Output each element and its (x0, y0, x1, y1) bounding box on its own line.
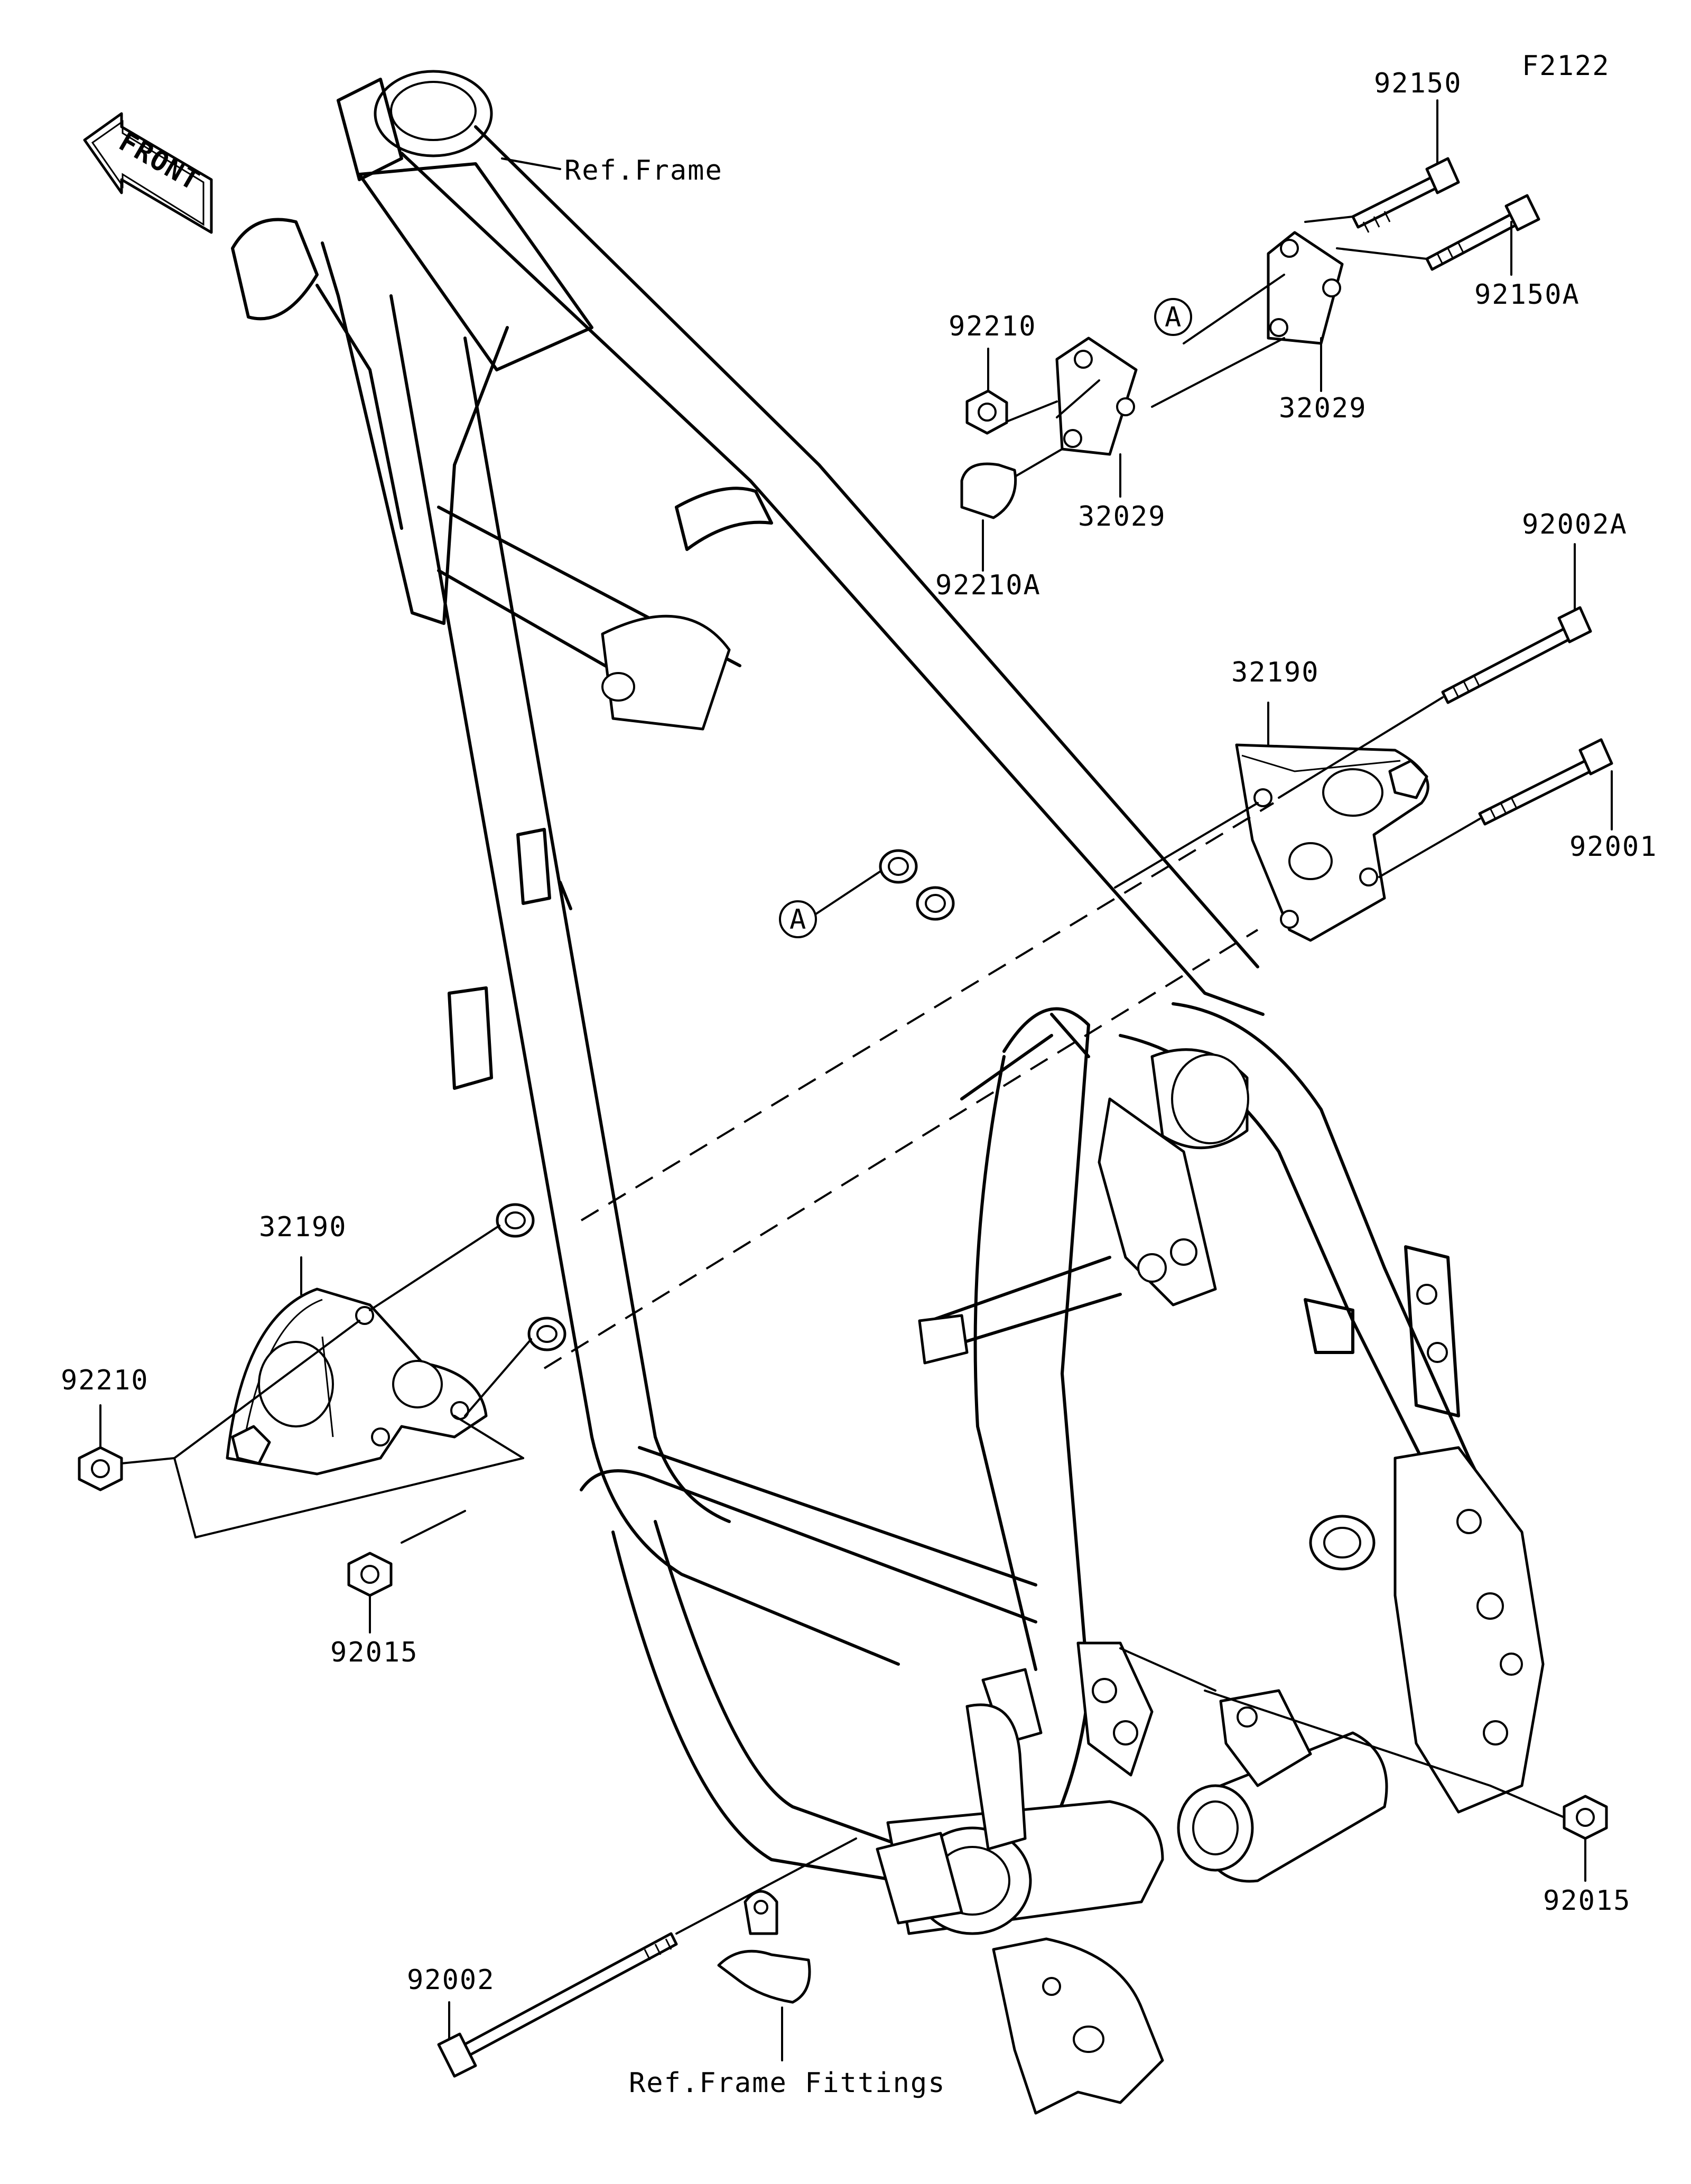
bracket-32190-right (1235, 743, 1429, 942)
part-number-92015-right: 92015 (1543, 1885, 1631, 1917)
bolt-92150A (1425, 194, 1540, 271)
part-number-92150A: 92150A (1474, 279, 1580, 311)
part-number-92002: 92002 (407, 1964, 495, 1996)
spacer-upper (496, 1203, 535, 1238)
part-number-92210A: 92210A (935, 570, 1041, 601)
nut-92210-top (965, 389, 1008, 435)
part-number-32190-left: 32190 (259, 1211, 347, 1243)
bolt-92002 (437, 1932, 678, 2078)
part-number-92150: 92150 (1374, 68, 1462, 99)
nut-92015-right (1563, 1795, 1608, 1840)
ref-frame-fittings-label: Ref.Frame Fittings (629, 2067, 946, 2099)
bolt-92001 (1478, 738, 1613, 826)
bolt-92002A (1441, 606, 1592, 704)
frame-fitting-clip (717, 1890, 811, 2004)
part-number-92002A: 92002A (1522, 509, 1628, 540)
part-number-92210-top: 92210 (949, 311, 1037, 342)
part-number-92210-left: 92210 (61, 1365, 149, 1396)
part-number-32190-right: 32190 (1231, 657, 1320, 688)
plate-32029-upper (1267, 231, 1344, 345)
callout-a-upper-label: A (1165, 302, 1182, 333)
part-number-92015-left: 92015 (330, 1637, 419, 1668)
clip-92210A (960, 462, 1017, 519)
motorcycle-frame (231, 70, 1545, 2115)
part-number-32029-lower: 32029 (1078, 501, 1166, 533)
front-arrow-icon: FRONT (83, 112, 213, 234)
bolt-92150 (1351, 157, 1460, 233)
nut-92015-left (347, 1552, 393, 1597)
diagram-code: F2122 (1522, 50, 1610, 82)
mount-boss-a (879, 849, 955, 921)
callout-a-middle-label: A (789, 904, 807, 936)
bracket-32190-left (226, 1287, 488, 1476)
callout-a-middle (779, 900, 817, 938)
ref-frame-label: Ref.Frame (564, 155, 723, 186)
callout-a-upper (1154, 298, 1192, 336)
plate-32029-lower (1055, 337, 1138, 456)
nut-92210-left (78, 1446, 123, 1491)
part-number-32029-upper: 32029 (1279, 393, 1367, 424)
spacer-lower (527, 1317, 566, 1351)
part-number-92001: 92001 (1569, 831, 1658, 863)
